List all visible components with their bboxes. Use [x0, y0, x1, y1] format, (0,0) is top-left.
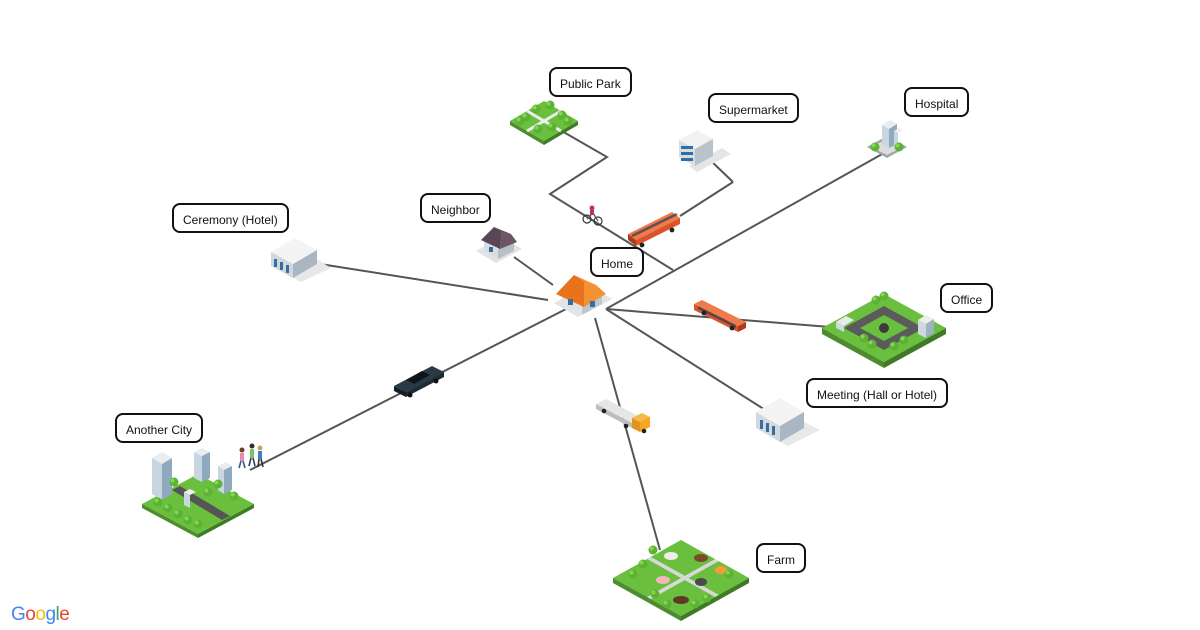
- label-ceremony: Ceremony (Hotel): [172, 203, 289, 233]
- logo-letter: G: [11, 604, 26, 625]
- home-icon: [554, 275, 612, 317]
- office-block-icon: [822, 291, 946, 368]
- label-home: Home: [590, 247, 645, 277]
- line-supermarket: [679, 181, 734, 217]
- label-another-city: Another City: [115, 413, 204, 443]
- label-neighbor: Neighbor: [420, 193, 491, 223]
- bus-icon: [628, 212, 680, 248]
- label-meeting: Meeting (Hall or Hotel): [806, 378, 949, 408]
- line-neighbor: [513, 256, 554, 286]
- google-logo: Google: [11, 604, 70, 626]
- line-supermarket-lower: [709, 159, 734, 183]
- bus-icon: [694, 300, 746, 332]
- label-public-park: Public Park: [549, 67, 632, 97]
- farm-icon: [613, 540, 749, 621]
- bicycle-icon: [582, 205, 603, 226]
- another-city-icon: [142, 448, 254, 538]
- line-hospital: [605, 152, 885, 310]
- ceremony-hotel-icon: [271, 238, 331, 282]
- label-office: Office: [940, 283, 994, 313]
- car-icon: [394, 366, 444, 398]
- logo-letter: l: [55, 604, 60, 625]
- logo-letter: e: [59, 604, 70, 625]
- line-public-park: [548, 129, 674, 271]
- line-farm: [594, 317, 661, 551]
- label-hospital: Hospital: [904, 87, 970, 117]
- logo-letter: o: [25, 604, 36, 625]
- line-ceremony: [319, 263, 549, 301]
- public-park-icon: [510, 100, 578, 145]
- logo-letter: o: [35, 604, 46, 625]
- meeting-hall-icon: [756, 398, 820, 446]
- label-supermarket: Supermarket: [708, 93, 799, 123]
- truck-icon: [596, 399, 650, 434]
- line-meeting: [605, 308, 771, 414]
- logo-letter: g: [45, 604, 56, 625]
- hospital-icon: [867, 120, 907, 158]
- pedestrians-icon: [238, 443, 264, 469]
- supermarket-icon: [679, 130, 731, 172]
- neighbor-house-icon: [476, 227, 522, 263]
- connections: [249, 129, 885, 551]
- label-farm: Farm: [756, 543, 806, 573]
